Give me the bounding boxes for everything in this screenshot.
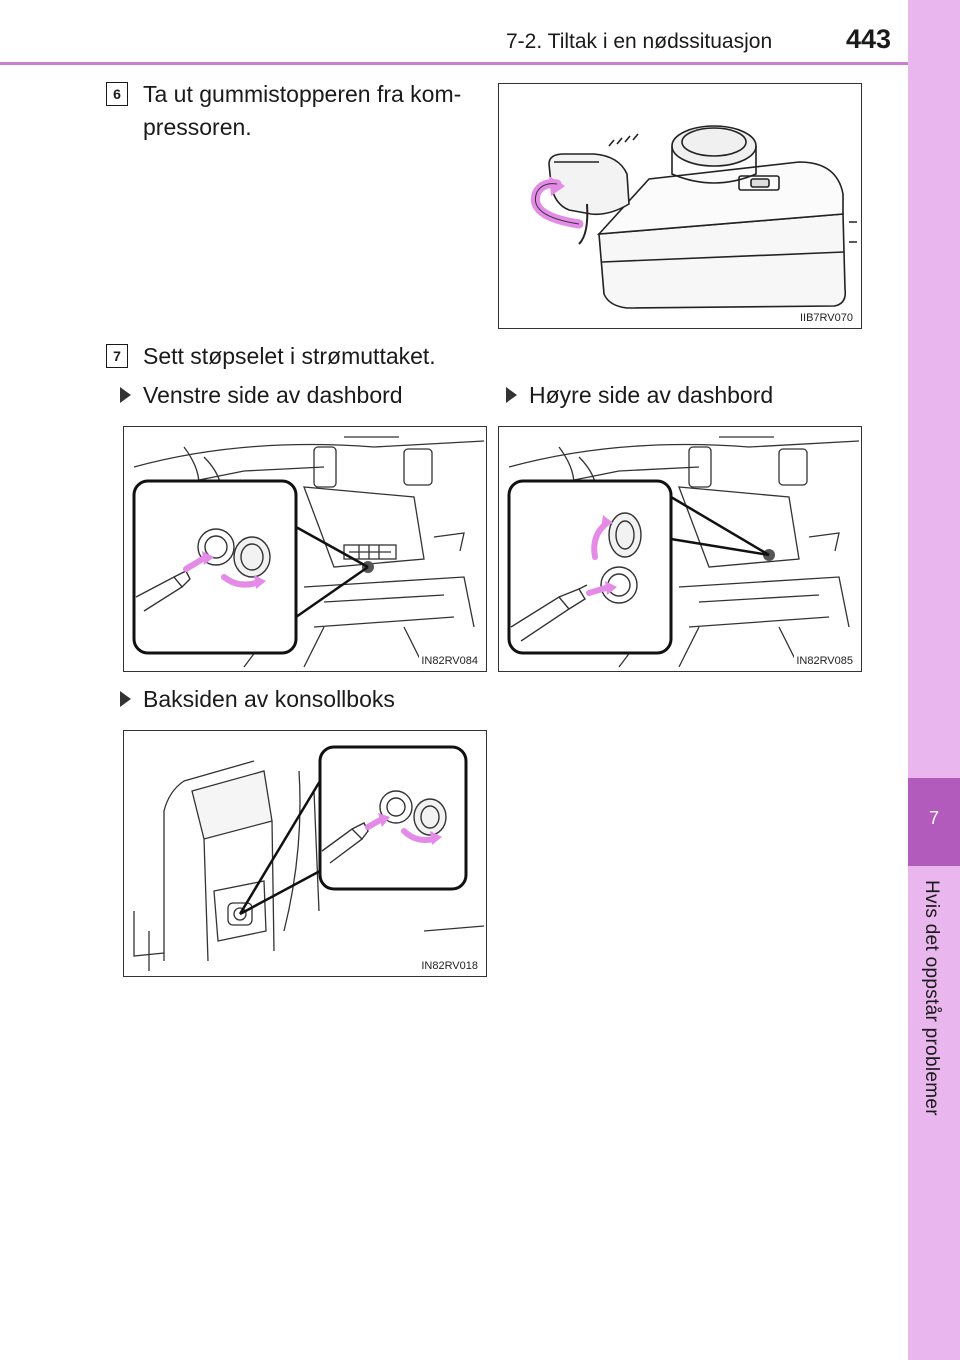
step-number-badge: 7 <box>106 344 128 368</box>
bullet-label: Venstre side av dashbord <box>143 382 403 408</box>
figure-code: IN82RV084 <box>419 655 480 667</box>
chapter-side-tab <box>908 0 960 1360</box>
console-back-illustration: IN82RV018 <box>123 730 487 977</box>
bullet-label: Baksiden av konsollboks <box>143 686 395 712</box>
figure-code: IN82RV018 <box>419 960 480 972</box>
bullet-right-dashboard: Høyre side av dashbord <box>506 382 773 409</box>
chapter-title: Hvis det oppstår problemer <box>921 880 942 1116</box>
bullet-left-dashboard: Venstre side av dashbord <box>120 382 403 409</box>
bullet-triangle-icon <box>120 386 131 403</box>
compressor-drawing <box>531 125 857 309</box>
bullet-label: Høyre side av dashbord <box>529 382 774 408</box>
figure-code: IN82RV085 <box>794 655 855 667</box>
left-dashboard-illustration: IN82RV084 <box>123 426 487 672</box>
compressor-illustration: IIB7RV070 <box>498 83 862 329</box>
left-dashboard-drawing <box>132 436 485 668</box>
chapter-number: 7 <box>928 808 939 828</box>
chapter-number-box: 7 <box>908 778 960 866</box>
bullet-console-back: Baksiden av konsollboks <box>120 686 395 713</box>
figure-code: IIB7RV070 <box>797 312 855 324</box>
bullet-triangle-icon <box>120 690 131 707</box>
bullet-triangle-icon <box>506 386 517 403</box>
right-dashboard-drawing <box>507 436 860 668</box>
right-dashboard-illustration: IN82RV085 <box>498 426 862 672</box>
page-number: 443 <box>846 24 892 54</box>
section-title: 7-2. Tiltak i en nødssituasjon <box>506 30 773 53</box>
console-back-drawing <box>133 745 485 971</box>
step-text: Ta ut gummistopperen fra kom-pressoren. <box>143 81 462 140</box>
step-text: Sett støpselet i strømuttaket. <box>143 343 436 369</box>
step-number-badge: 6 <box>106 82 128 106</box>
header-divider <box>0 62 908 65</box>
